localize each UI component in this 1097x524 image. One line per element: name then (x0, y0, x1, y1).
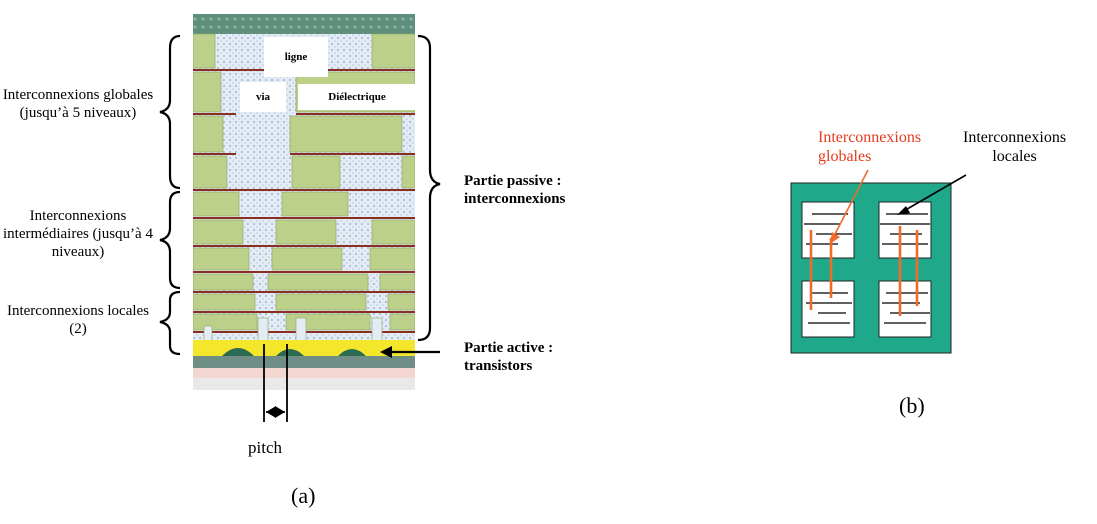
caption-b: (b) (899, 393, 925, 418)
global-interconnects-label: Interconnexions globales (jusqu’à 5 nive… (2, 87, 154, 121)
global-b-line2: globales (818, 148, 872, 166)
pitch-label: pitch (248, 438, 282, 457)
active-line2: transistors (464, 358, 533, 374)
passive-part-label: Partie passive : interconnexions (464, 172, 565, 208)
global-interconnects-b-label: Interconnexions globales (818, 128, 921, 166)
via-label: via (240, 82, 286, 112)
local-interconnects-label: Interconnexions locales (2) (6, 303, 150, 337)
intermediate-interconnects-label: Interconnexions intermédiaires (jusqu’à … (3, 208, 153, 260)
local-b-line2: locales (992, 148, 1037, 166)
line-label: ligne (264, 37, 328, 77)
local-interconnects-b-label: Interconnexions locales (963, 128, 1066, 166)
dielectric-label: Diélectrique (298, 84, 416, 110)
caption-a: (a) (291, 483, 316, 508)
local-b-line1: Interconnexions (963, 129, 1067, 146)
active-part-label: Partie active : transistors (464, 339, 553, 375)
passive-line1: Partie passive : (464, 173, 562, 189)
global-b-line1: Interconnexions (818, 129, 922, 146)
active-line1: Partie active : (464, 340, 554, 356)
passive-line2: interconnexions (464, 191, 566, 207)
